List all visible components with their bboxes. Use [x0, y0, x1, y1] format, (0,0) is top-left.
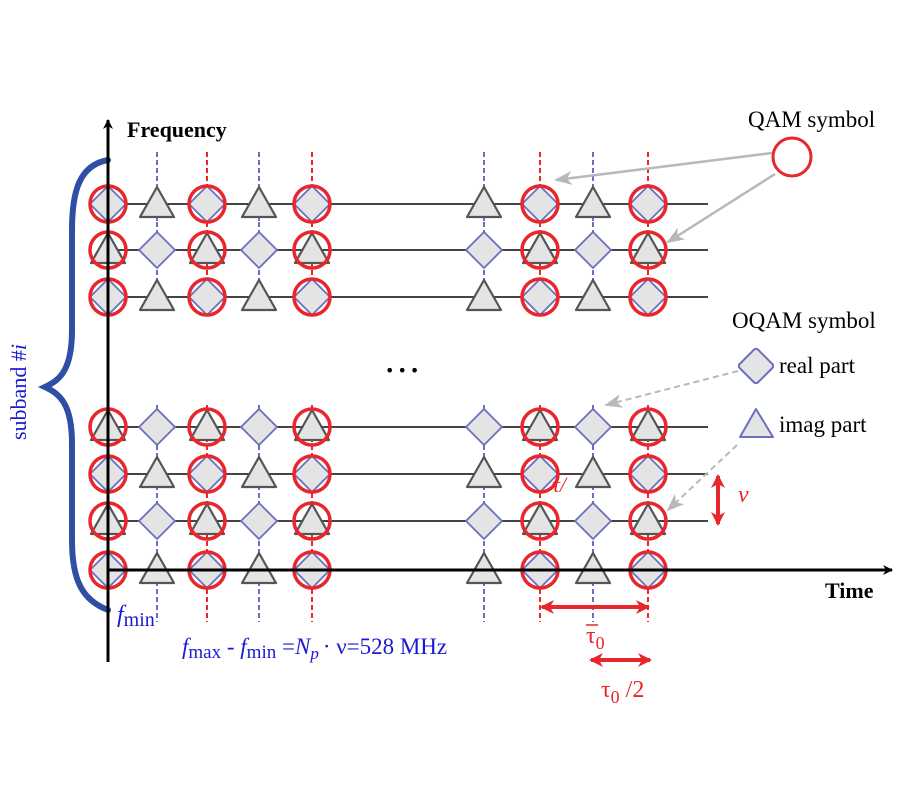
oqam-real-diamond [138, 231, 176, 269]
frequency-axis-label: Frequency [127, 117, 227, 142]
oqam-imag-triangle [574, 278, 612, 312]
oqam-real-diamond [465, 502, 503, 540]
fmin-label: fmin [117, 602, 155, 631]
oqam-imag-triangle [465, 278, 503, 312]
qam-symbol-circle [520, 501, 560, 541]
oqam-imag-triangle [521, 231, 559, 265]
oqam-imag-triangle [629, 502, 667, 536]
oqam-imag-triangle [240, 551, 278, 585]
oqam-imag-triangle [521, 408, 559, 442]
oqam-imag-triangle [465, 551, 503, 585]
oqam-imag-triangle [240, 455, 278, 489]
qam-symbol-circle [292, 277, 332, 317]
real-part-legend-label: real part [779, 353, 856, 378]
imag-part-legend-triangle-icon [739, 408, 774, 438]
oqam-imag-triangle [240, 278, 278, 312]
oqam-imag-triangle [574, 185, 612, 219]
oqam-real-diamond [138, 502, 176, 540]
oqam-imag-triangle [629, 408, 667, 442]
oqam-imag-triangle [293, 408, 331, 442]
oqam-imag-triangle [521, 502, 559, 536]
oqam-real-diamond [574, 231, 612, 269]
imag-part-legend-label: imag part [779, 412, 867, 437]
oqam-imag-triangle [188, 502, 226, 536]
time-grid-lines [156, 152, 649, 622]
oqam-imag-triangle [293, 231, 331, 265]
tau0-half-label: τ0 /2 [601, 677, 644, 707]
qam-legend-title: QAM symbol [748, 107, 875, 132]
qam-symbol-circle [628, 501, 668, 541]
oqam-real-diamond [240, 502, 278, 540]
qam-symbol-circle [628, 277, 668, 317]
qam-symbol-circle [187, 277, 227, 317]
qam-symbol-circle [628, 230, 668, 270]
qam-symbol-circle [292, 407, 332, 447]
qam-symbol-circle [520, 454, 560, 494]
real-part-legend-diamond-icon [737, 347, 775, 385]
oqam-imag-triangle [138, 278, 176, 312]
qam-symbol-circle [628, 184, 668, 224]
subband-label: subband #i [6, 344, 31, 440]
oqam-real-diamond [465, 231, 503, 269]
qam-symbol-circle [520, 407, 560, 447]
qam-symbol-circle [628, 454, 668, 494]
oqam-imag-triangle [240, 185, 278, 219]
oqam-imag-triangle [574, 551, 612, 585]
ellipsis: ••• [385, 361, 422, 380]
tau0-label: τ0 [586, 623, 605, 653]
qam-symbol-circle [292, 184, 332, 224]
qam-symbol-circle [187, 230, 227, 270]
qam-symbol-circle [187, 407, 227, 447]
oqam-imag-triangle [574, 455, 612, 489]
tau-over-label: τ/ [552, 472, 568, 497]
qam-symbol-circle [187, 184, 227, 224]
oqam-imag-triangle [188, 408, 226, 442]
oqam-imag-triangle [465, 185, 503, 219]
symbol-lattice [88, 184, 668, 590]
qam-symbol-circle [187, 454, 227, 494]
qam-pointer-arrow-1 [554, 151, 773, 185]
oqam-imag-triangle [138, 185, 176, 219]
oqam-imag-triangle [138, 455, 176, 489]
imag-pointer-arrow [666, 444, 738, 512]
oqam-real-diamond [574, 408, 612, 446]
qam-pointer-arrow-2 [666, 172, 776, 244]
oqam-imag-triangle [293, 502, 331, 536]
oqam-real-diamond [240, 231, 278, 269]
qam-symbol-circle [520, 230, 560, 270]
oqam-legend-title: OQAM symbol [732, 308, 876, 333]
oqam-real-diamond [240, 408, 278, 446]
oqam-real-diamond [574, 502, 612, 540]
qam-symbol-circle [292, 501, 332, 541]
real-pointer-arrow [604, 370, 739, 408]
oqam-imag-triangle [188, 231, 226, 265]
oqam-imag-triangle [138, 551, 176, 585]
qam-symbol-circle [292, 230, 332, 270]
qam-symbol-circle [520, 277, 560, 317]
oqam-real-diamond [138, 408, 176, 446]
oqam-imag-triangle [465, 455, 503, 489]
qam-symbol-circle [187, 501, 227, 541]
subband-brace-icon [37, 157, 111, 613]
qam-symbol-circle [292, 454, 332, 494]
time-axis-label: Time [825, 578, 874, 603]
qam-symbol-circle [628, 407, 668, 447]
oqam-imag-triangle [629, 231, 667, 265]
bandwidth-equation: fmax - fmin =Np· ν=528 MHz [182, 634, 447, 663]
qam-legend-circle-icon [771, 136, 813, 178]
qam-symbol-circle [520, 184, 560, 224]
oqam-real-diamond [465, 408, 503, 446]
nu-label: ν [738, 482, 749, 508]
